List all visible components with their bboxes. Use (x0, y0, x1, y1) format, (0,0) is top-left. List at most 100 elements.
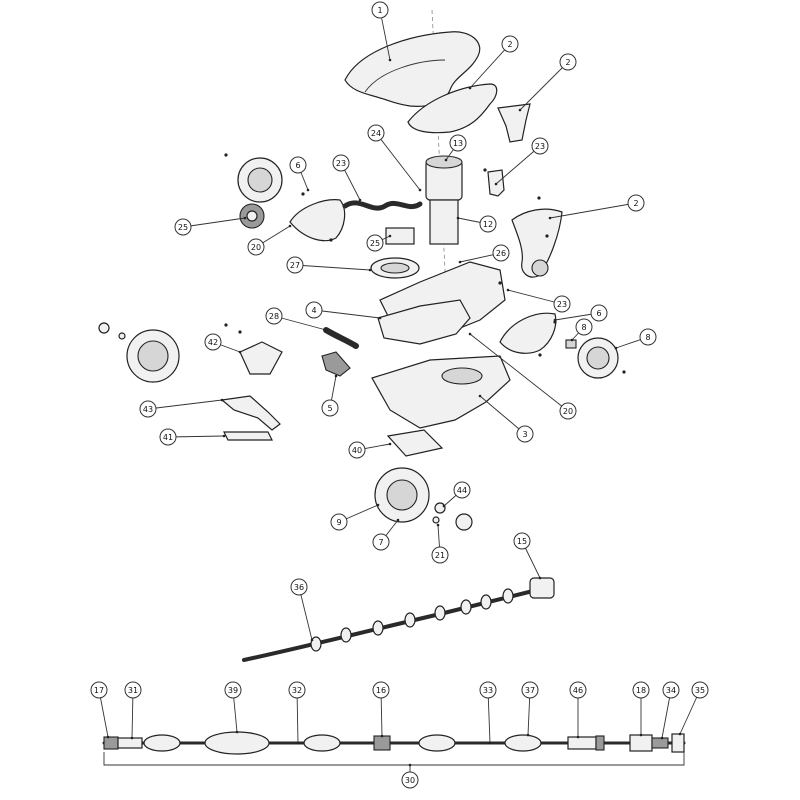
callout-number: 4 (311, 306, 316, 315)
callout-anchor-dot (106, 735, 110, 739)
callout-number: 24 (371, 129, 381, 138)
callout-34: 34 (660, 681, 680, 740)
callout-anchor-dot (396, 518, 400, 522)
callout-number: 46 (573, 686, 583, 695)
callout-6: 6 (289, 156, 310, 192)
callout-number: 12 (483, 220, 493, 229)
callout-number: 9 (336, 518, 341, 527)
callout-number: 15 (517, 537, 527, 546)
callout-anchor-dot (478, 394, 482, 398)
callout-circle (521, 681, 539, 699)
callout-number: 8 (581, 323, 586, 332)
callout-anchor-dot (368, 268, 372, 272)
callout-anchor-dot (548, 216, 552, 220)
callout-circle (639, 328, 657, 346)
callout-anchor-dot (310, 638, 314, 642)
callout-23: 23 (506, 288, 571, 313)
callout-circle (553, 295, 571, 313)
callout-circle (305, 301, 323, 319)
callout-leader-line (273, 315, 327, 331)
callout-anchor-dot (378, 316, 382, 320)
callout-44: 44 (442, 481, 471, 508)
callout-leader-line (519, 61, 569, 111)
callout-circle (348, 441, 366, 459)
callout-7: 7 (372, 518, 400, 551)
callout-25: 25 (366, 234, 392, 252)
callout-anchor-dot (243, 216, 247, 220)
callout-anchor-dot (130, 736, 134, 740)
top-cover-part (344, 31, 481, 107)
callout-21: 21 (431, 523, 449, 564)
callout-number: 28 (269, 312, 279, 321)
callout-number: 3 (522, 430, 527, 439)
callout-15: 15 (513, 532, 542, 580)
small-hose-part (323, 327, 359, 349)
skid-part (386, 429, 444, 457)
callout-42: 42 (204, 333, 242, 354)
callout-leader-line (549, 202, 637, 219)
callout-number: 2 (565, 58, 570, 67)
callout-circle (290, 578, 308, 596)
callout-number: 30 (405, 776, 415, 785)
callout-anchor-dot (553, 318, 557, 322)
callout-anchor-dot (468, 86, 472, 90)
callout-number: 31 (128, 686, 138, 695)
washer-part (434, 502, 446, 514)
callout-28: 28 (265, 307, 328, 332)
callout-number: 18 (636, 686, 646, 695)
callout-2: 2 (468, 35, 519, 90)
callout-anchor-dot (388, 442, 392, 446)
callout-43: 43 (139, 398, 224, 418)
callout-13: 13 (444, 134, 467, 162)
callout-leader-line (495, 145, 541, 185)
callout-23: 23 (494, 137, 549, 186)
right-shell-hub (531, 259, 549, 277)
callout-anchor-dot (570, 338, 574, 342)
callout-20: 20 (468, 332, 577, 420)
callout-anchor-dot (418, 188, 422, 192)
upper-left-wheel-hub (247, 167, 273, 193)
callout-circle (372, 533, 390, 551)
nozzle-cover-part (497, 103, 531, 143)
callout-circle (449, 134, 467, 152)
callout-circle (453, 481, 471, 499)
callout-circle (289, 156, 307, 174)
callout-anchor-dot (639, 733, 643, 737)
callout-circle (139, 400, 157, 418)
callout-circle (569, 681, 587, 699)
callout-circle (204, 333, 222, 351)
bracket-part (321, 351, 351, 377)
right-wheel-hub (586, 346, 610, 370)
callout-anchor-dot (444, 158, 448, 162)
callout-number: 41 (163, 433, 173, 442)
screw-part (432, 516, 440, 524)
callout-circle (159, 428, 177, 446)
callout-2: 2 (548, 194, 645, 220)
callout-circle (431, 546, 449, 564)
callout-anchor-dot (408, 763, 412, 767)
callout-number: 39 (228, 686, 238, 695)
callout-circle (662, 681, 680, 699)
callout-leader-line (469, 43, 511, 89)
callout-circle (321, 399, 339, 417)
callout-circle (590, 304, 608, 322)
mast-tube-part (429, 199, 459, 245)
callout-12: 12 (456, 215, 497, 233)
callout-circle (124, 681, 142, 699)
callout-16: 16 (372, 681, 390, 738)
callout-40: 40 (348, 441, 392, 459)
callout-number: 23 (336, 159, 346, 168)
body-frame-part (377, 299, 471, 345)
callout-30: 30 (401, 763, 419, 789)
callout-leader-line (298, 586, 313, 641)
callout-anchor-dot (576, 735, 580, 739)
callout-number: 13 (453, 139, 463, 148)
callout-39: 39 (224, 681, 242, 734)
callout-leader-line (167, 435, 225, 438)
left-side-plate-part (289, 199, 346, 242)
callout-circle (265, 307, 283, 325)
callout-anchor-dot (380, 734, 384, 738)
callout-circle (288, 681, 306, 699)
